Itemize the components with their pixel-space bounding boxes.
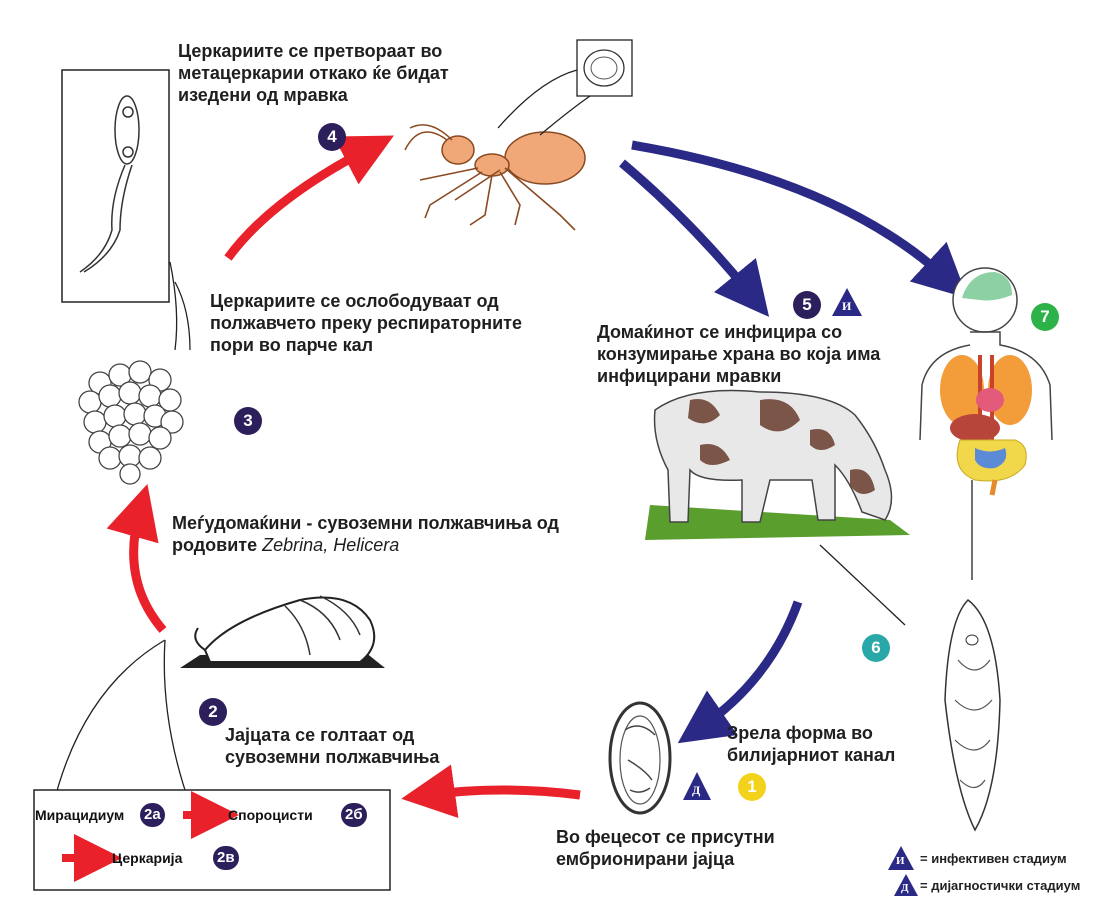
diagnostic-triangle-letter: Д <box>692 783 700 798</box>
stage-badge-2c: 2в <box>213 846 239 870</box>
label-step2: Јајцата се голтаат од сувоземни полжавчи… <box>225 724 495 768</box>
stage-cercaria: Церкарија <box>112 850 182 866</box>
legend-infective: = инфективен стадиум <box>920 851 1067 866</box>
human-drawing <box>920 268 1052 495</box>
stages-frame <box>34 790 390 890</box>
arrow-snail-to-slime <box>134 510 163 630</box>
step-badge-6: 6 <box>862 634 890 662</box>
cercaria-frame <box>62 70 169 302</box>
step-badge-7: 7 <box>1031 303 1059 331</box>
label-step1: Во фецесот се присутни ембрионирани јајц… <box>556 826 856 870</box>
diagnostic-triangle: Д <box>683 772 711 800</box>
slime-ball <box>79 361 183 484</box>
step-badge-2: 2 <box>199 698 227 726</box>
legend-infective-triangle: И <box>888 846 914 870</box>
step-badge-3: 3 <box>234 407 262 435</box>
legend-infective-letter: И <box>896 855 905 867</box>
arrow-cow-to-egg <box>700 602 798 728</box>
label-step6: Зрела форма во билијарниот канал <box>727 722 927 766</box>
infective-triangle-letter: И <box>842 299 851 314</box>
snail-drawing <box>180 596 385 668</box>
stage-sporocysts: Спороцисти <box>228 807 313 823</box>
arrow-ant-to-cow <box>622 163 752 296</box>
stage-badge-2b: 2б <box>341 803 367 827</box>
adult-fluke-drawing <box>945 600 1000 830</box>
step-badge-4: 4 <box>318 123 346 151</box>
label-step2-genus: Zebrina, Helicera <box>262 535 399 555</box>
label-step5: Домаќинот се инфицира со конзумирање хра… <box>597 321 897 387</box>
step-badge-5: 5 <box>793 291 821 319</box>
label-step3: Церкариите се ослободуваат од полжавчето… <box>210 290 535 356</box>
infective-triangle: И <box>832 288 862 316</box>
step-badge-1: 1 <box>738 773 766 801</box>
stage-badge-2a: 2а <box>140 803 165 827</box>
label-step2-title: Меѓудомаќини - сувоземни полжавчиња од р… <box>172 512 642 556</box>
cow-drawing <box>645 390 910 540</box>
arrow-cercariae-to-ant <box>228 148 370 258</box>
legend-diagnostic-triangle: Д <box>894 874 918 896</box>
arrow-eggs-to-stages <box>428 790 580 795</box>
ant-drawing <box>405 125 585 230</box>
egg-drawing <box>610 703 670 813</box>
legend-diagnostic-letter: Д <box>901 882 909 894</box>
label-step4: Церкариите се претвораат во метацеркарии… <box>178 40 508 106</box>
stage-miracidium: Мирацидиум <box>35 807 124 823</box>
legend-diagnostic: = дијагностички стадиум <box>920 878 1080 893</box>
